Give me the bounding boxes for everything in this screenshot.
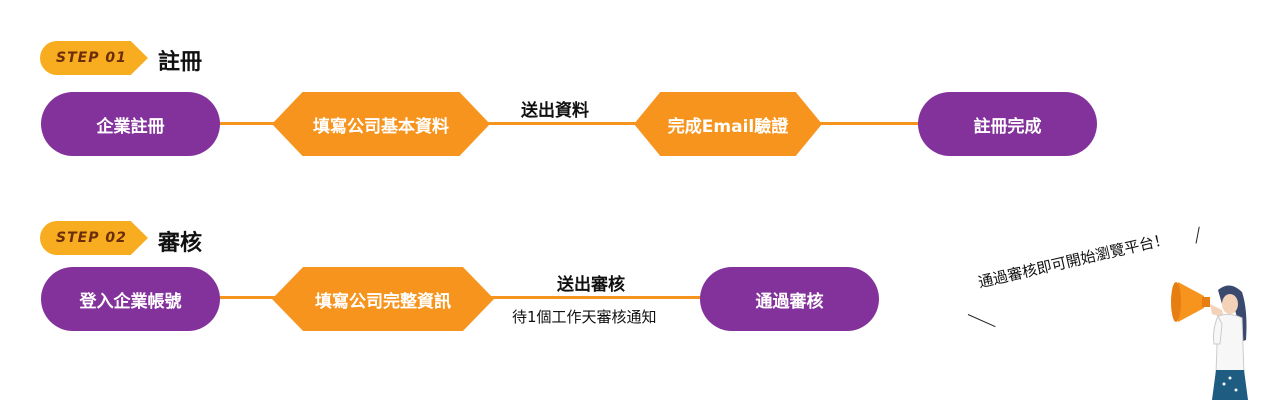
- node-email-verify: 完成Email驗證: [634, 92, 822, 156]
- node-register-complete: 註冊完成: [918, 92, 1097, 156]
- connector-label-submit-review: 送出審核: [557, 275, 625, 295]
- node-company-register: 企業註冊: [41, 92, 220, 156]
- connector-sublabel-review-notice: 待1個工作天審核通知: [512, 308, 657, 326]
- deco-line-left: [967, 314, 996, 328]
- step-title-02: 審核: [158, 231, 203, 256]
- deco-line-right: [1195, 226, 1200, 244]
- node-review-passed: 通過審核: [700, 267, 879, 331]
- step-badge-02: STEP 02: [40, 221, 148, 255]
- node-login-account: 登入企業帳號: [41, 267, 220, 331]
- node-fill-full-info: 填寫公司完整資訊: [272, 267, 494, 331]
- node-fill-basic-info: 填寫公司基本資料: [272, 92, 490, 156]
- step-badge-01: STEP 01: [40, 41, 148, 75]
- step-title-01: 註冊: [158, 50, 203, 75]
- announcement-text: 通過審核即可開始瀏覽平台！: [976, 230, 1171, 292]
- person-with-megaphone-icon: [1171, 282, 1248, 400]
- connector-line-01: [200, 122, 940, 125]
- connector-label-send-data: 送出資料: [521, 101, 589, 121]
